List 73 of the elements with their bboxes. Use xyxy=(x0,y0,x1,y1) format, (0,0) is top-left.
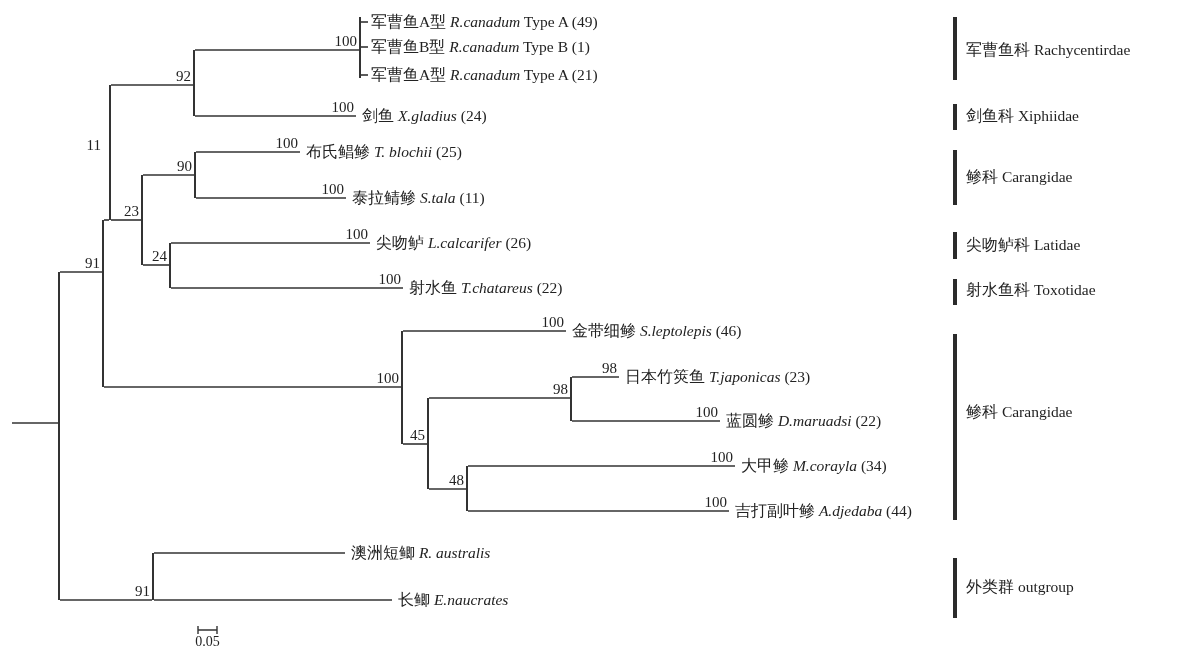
tree-branch xyxy=(103,219,110,221)
bootstrap-value: 100 xyxy=(378,272,401,287)
taxon-label: 军曹鱼B型 R.canadum Type B (1) xyxy=(368,38,590,56)
bootstrap-value: 100 xyxy=(376,371,399,386)
taxon-label: 尖吻鲈 L.calcarifer (26) xyxy=(370,234,532,252)
bootstrap-value: 90 xyxy=(177,159,192,174)
tree-branch xyxy=(170,242,371,244)
tree-branch xyxy=(467,465,736,467)
family-label: 射水鱼科 Toxotidae xyxy=(966,281,1096,299)
taxon-label: 澳洲短鲫 R. australis xyxy=(345,544,491,562)
tree-branch xyxy=(360,74,369,76)
taxon-label: 军曹鱼A型 R.canadum Type A (49) xyxy=(368,13,598,31)
tree-branch xyxy=(110,84,194,86)
tree-branch xyxy=(142,264,170,266)
taxon-label: 大甲鲹 M.corayla (34) xyxy=(735,457,887,475)
family-label: 剑鱼科 Xiphiidae xyxy=(966,107,1079,125)
tree-branch xyxy=(360,46,369,48)
family-label: 鲹科 Carangidae xyxy=(966,403,1073,421)
taxon-label: 剑鱼 X.gladius (24) xyxy=(356,107,487,125)
taxon-label: 布氏鲳鲹 T. blochii (25) xyxy=(300,143,462,161)
tree-branch xyxy=(170,287,404,289)
tree-branch xyxy=(153,599,393,601)
bootstrap-value: 100 xyxy=(334,34,357,49)
bootstrap-value: 92 xyxy=(176,69,191,84)
bootstrap-value: 100 xyxy=(695,405,718,420)
taxon-label: 长鲫 E.naucrates xyxy=(392,591,509,609)
tree-branch xyxy=(11,422,59,424)
tree-branch xyxy=(428,488,467,490)
scale-value: 0.05 xyxy=(195,635,220,649)
bootstrap-value: 100 xyxy=(275,136,298,151)
tree-branch xyxy=(571,420,721,422)
taxon-label: 蓝圆鲹 D.maruadsi (22) xyxy=(720,412,882,430)
taxon-label: 日本竹筴鱼 T.japonicas (23) xyxy=(619,368,811,386)
tree-branch xyxy=(571,376,620,378)
family-label: 外类群 outgroup xyxy=(966,578,1074,596)
family-label: 军曹鱼科 Rachycentirdae xyxy=(966,41,1131,59)
bootstrap-value: 100 xyxy=(345,227,368,242)
bootstrap-value: 100 xyxy=(710,450,733,465)
tree-branch xyxy=(402,330,567,332)
tree-branch xyxy=(195,151,301,153)
bootstrap-value: 98 xyxy=(553,382,568,397)
bootstrap-value: 100 xyxy=(541,315,564,330)
tree-branch xyxy=(195,197,347,199)
tree-branch xyxy=(402,443,428,445)
bootstrap-value: 23 xyxy=(124,204,139,219)
bootstrap-value: 100 xyxy=(321,182,344,197)
taxon-label: 吉打副叶鲹 A.djedaba (44) xyxy=(729,502,912,520)
bootstrap-value: 45 xyxy=(410,428,425,443)
tree-branch xyxy=(59,599,153,601)
tree-branch xyxy=(59,271,103,273)
taxon-label: 泰拉鲭鲹 S.tala (11) xyxy=(346,189,485,207)
bootstrap-value: 91 xyxy=(85,256,100,271)
bootstrap-value: 91 xyxy=(135,584,150,599)
taxon-label: 金带细鲹 S.leptolepis (46) xyxy=(566,322,742,340)
tree-branch xyxy=(428,397,571,399)
bootstrap-value: 100 xyxy=(331,100,354,115)
tree-branch xyxy=(110,219,142,221)
bootstrap-value: 11 xyxy=(86,138,101,153)
bootstrap-value: 24 xyxy=(152,249,167,264)
tree-branch xyxy=(103,386,402,388)
family-label: 尖吻鲈科 Latidae xyxy=(966,236,1081,254)
tree-branch xyxy=(194,115,357,117)
tree-branch xyxy=(194,49,360,51)
bootstrap-value: 48 xyxy=(449,473,464,488)
family-label: 鲹科 Carangidae xyxy=(966,168,1073,186)
bootstrap-value: 100 xyxy=(704,495,727,510)
taxon-label: 射水鱼 T.chatareus (22) xyxy=(403,279,563,297)
tree-branch xyxy=(467,510,730,512)
tree-branch xyxy=(142,174,195,176)
bootstrap-value: 98 xyxy=(602,361,617,376)
tree-branch xyxy=(360,21,369,23)
tree-branch xyxy=(153,552,346,554)
taxon-label: 军曹鱼A型 R.canadum Type A (21) xyxy=(368,66,598,84)
